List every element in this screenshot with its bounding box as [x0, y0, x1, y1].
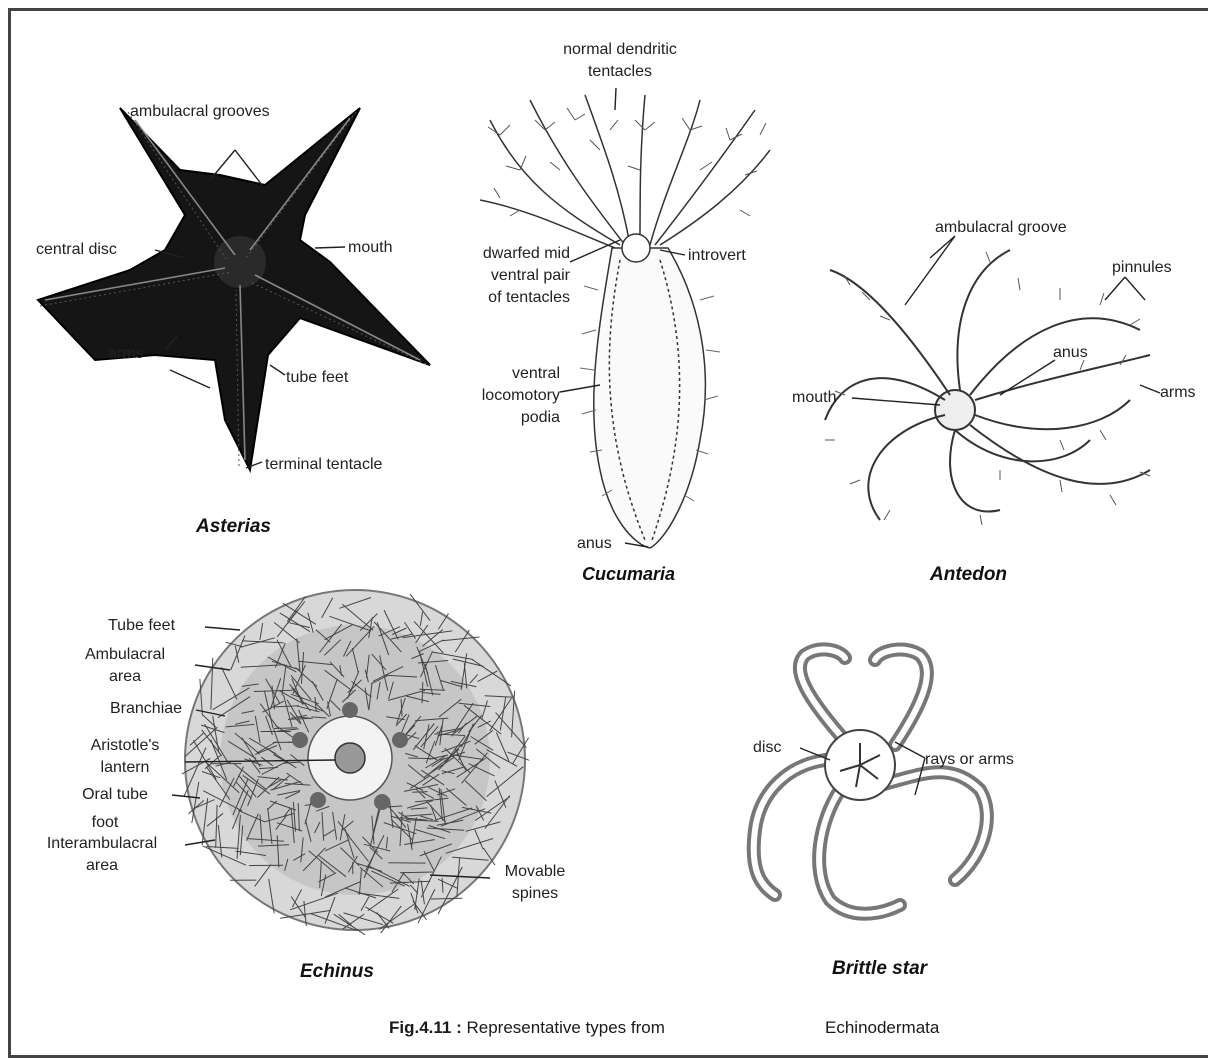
antedon-anus-label: anus — [1053, 343, 1088, 362]
antedon-mouth-label: mouth — [792, 388, 836, 407]
antedon-drawing — [825, 250, 1150, 525]
brittle-star-drawing — [754, 649, 987, 913]
brittle-star-disc-label: disc — [753, 738, 781, 757]
figure-caption-text: Representative types from — [466, 1018, 664, 1037]
cucumaria-name: Cucumaria — [582, 564, 675, 585]
cucumaria-anus-label: anus — [577, 534, 612, 553]
echinus-branchiae-label: Branchiae — [110, 699, 182, 718]
figure-caption-group: Echinodermata — [825, 1018, 939, 1038]
asterias-central-disc-label: central disc — [36, 240, 117, 259]
asterias-mouth-label: mouth — [348, 238, 392, 257]
figure-caption: Fig.4.11 : Representative types from — [389, 1018, 665, 1038]
echinus-aristotle-label-1: Aristotle's — [60, 736, 190, 755]
asterias-tube-feet-label: tube feet — [286, 368, 348, 387]
urchin-spine — [400, 872, 434, 873]
echinus-ambulacral-label-2: area — [60, 667, 190, 686]
antedon-pinnules-label: pinnules — [1112, 258, 1172, 277]
cucumaria-dwarfed-label-1: dwarfed mid — [430, 244, 570, 263]
cucumaria-drawing — [480, 95, 770, 548]
echinus-interambulacral-label-2: area — [22, 856, 182, 875]
figure-caption-number: Fig.4.11 : — [389, 1018, 462, 1037]
antedon-arms-label: arms — [1160, 383, 1196, 402]
cucumaria-ventral-label-2: locomotory — [450, 386, 560, 405]
antedon-name: Antedon — [930, 564, 1007, 586]
echinus-aristotle-label-2: lantern — [60, 758, 190, 777]
cucumaria-ventral-label-3: podia — [450, 408, 560, 427]
echinus-oral-label-2: foot — [50, 813, 160, 832]
asterias-arms-label: arms — [108, 344, 144, 363]
cucumaria-dendritic-label-1: normal dendritic — [555, 40, 685, 59]
cucumaria-introvert-label: introvert — [688, 246, 746, 265]
cucumaria-dwarfed-label-2: ventral pair — [430, 266, 570, 285]
echinus-movable-label-1: Movable — [490, 862, 580, 881]
antedon-ambulacral-groove-label: ambulacral groove — [935, 218, 1067, 237]
asterias-name: Asterias — [196, 516, 271, 538]
echinus-name: Echinus — [300, 961, 374, 983]
cucumaria-dwarfed-label-3: of tentacles — [430, 288, 570, 307]
echinus-tube-feet-label: Tube feet — [108, 616, 175, 635]
brittle-star-rays-label: rays or arms — [925, 750, 1014, 769]
asterias-ambulacral-grooves-label: ambulacral grooves — [130, 102, 270, 121]
echinus-drawing — [182, 590, 529, 935]
echinus-ambulacral-label-1: Ambulacral — [60, 645, 190, 664]
brittle-star-name: Brittle star — [832, 958, 927, 980]
echinus-oral-label-1: Oral tube — [50, 785, 180, 804]
asterias-terminal-tentacle-label: terminal tentacle — [265, 455, 382, 474]
asterias-drawing — [38, 108, 430, 470]
cucumaria-ventral-label-1: ventral — [450, 364, 560, 383]
echinus-movable-label-2: spines — [490, 884, 580, 903]
echinus-interambulacral-label-1: Interambulacral — [22, 834, 182, 853]
cucumaria-dendritic-label-2: tentacles — [555, 62, 685, 81]
